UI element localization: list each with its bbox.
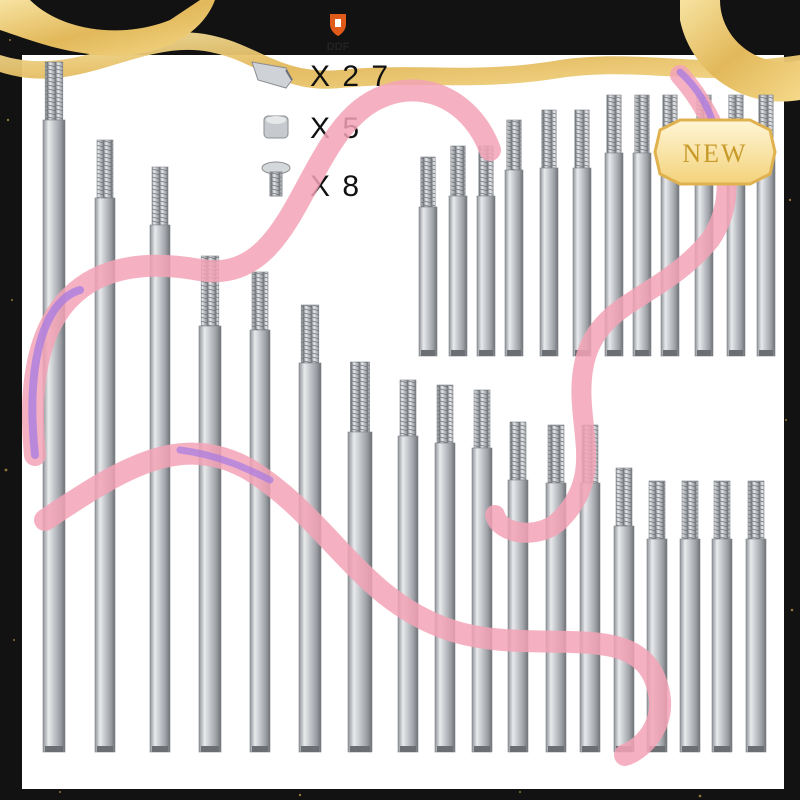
brand-name: DDF — [327, 41, 350, 53]
steel-pin — [572, 109, 592, 357]
steel-pin — [397, 379, 419, 753]
steel-pin — [504, 119, 524, 357]
steel-pin — [434, 384, 456, 753]
steel-pin — [545, 424, 567, 753]
gold-ribbon-left-curl — [0, 0, 215, 56]
legend-quantity: X 2 7 — [310, 60, 390, 93]
steel-pin — [711, 480, 733, 753]
gold-sparkles — [4, 39, 794, 798]
steel-pin — [249, 271, 271, 753]
steel-pin — [448, 145, 468, 357]
new-badge-label: NEW — [682, 139, 747, 168]
steel-pin — [679, 480, 701, 753]
steel-pin — [507, 421, 529, 753]
pink-ribbon-middle — [34, 442, 672, 766]
legend-item: X 2 7 — [251, 60, 390, 93]
steel-pin — [613, 467, 635, 753]
gold-ribbon-right-curl — [680, 0, 800, 102]
steel-pin — [94, 139, 116, 753]
steel-pin — [42, 61, 66, 753]
pink-ribbon-upper — [22, 79, 501, 466]
steel-pin — [418, 156, 438, 357]
steel-pin — [198, 255, 222, 753]
gold-ribbon-top — [0, 32, 800, 89]
new-badge: NEW — [653, 118, 777, 186]
steel-pin — [632, 94, 652, 357]
steel-pin — [476, 145, 496, 357]
nut-icon — [263, 115, 289, 139]
steel-pin — [539, 109, 559, 357]
steel-pin — [149, 166, 171, 753]
brand-logo: DDF — [327, 14, 350, 53]
screwdriver-bit-icon — [251, 61, 293, 89]
purple-ribbon-edge — [28, 286, 84, 459]
steel-pin — [745, 480, 767, 753]
steel-pin — [298, 304, 322, 753]
steel-pin — [471, 389, 493, 753]
purple-ribbon-middle-edge — [176, 446, 274, 484]
screw-icon — [261, 161, 291, 197]
